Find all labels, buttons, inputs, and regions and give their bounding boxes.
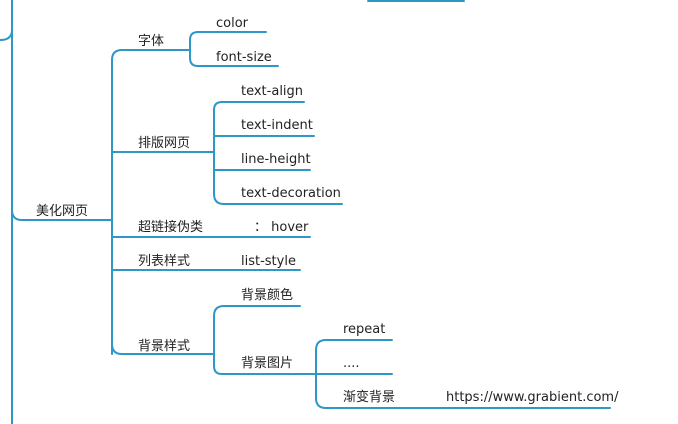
connector-left-spine-top-stub	[0, 29, 13, 41]
node-repeat-label: repeat	[343, 322, 385, 337]
connector-text-align	[213, 101, 305, 111]
mindmap-connectors	[0, 0, 611, 424]
node-list-label: 列表样式	[138, 254, 190, 269]
connector-bg-color	[213, 305, 301, 317]
connector-to-background	[111, 343, 215, 355]
node-hover-label: ： hover	[254, 220, 309, 235]
connector-gradient	[315, 397, 611, 409]
node-font-label: 字体	[138, 34, 164, 49]
node-layout-label: 排版网页	[138, 136, 190, 151]
node-ellipsis-label: ....	[343, 356, 360, 371]
node-bg-image-label: 背景图片	[241, 356, 293, 371]
node-font-size-label: font-size	[216, 50, 272, 65]
node-background-label: 背景样式	[138, 339, 190, 354]
connector-bg-image	[213, 365, 317, 375]
node-hyperlink-label: 超链接伪类	[138, 219, 203, 235]
connector-font-size	[189, 57, 279, 67]
connector-repeat	[315, 339, 393, 351]
node-color-label: color	[216, 16, 249, 31]
connector-root	[11, 209, 113, 221]
node-text-indent-label: text-indent	[241, 118, 313, 133]
connector-text-decoration	[213, 193, 343, 205]
node-bg-color-label: 背景颜色	[241, 287, 293, 303]
mindmap-labels: 美化网页 字体 color font-size 排版网页 text-align …	[36, 16, 619, 405]
connector-to-font	[111, 49, 191, 61]
node-gradient-label: 渐变背景	[343, 389, 395, 405]
node-line-height-label: line-height	[241, 152, 311, 167]
node-text-decoration-label: text-decoration	[241, 186, 341, 201]
node-root-label: 美化网页	[36, 204, 88, 219]
node-grabient-url-label: https://www.grabient.com/	[446, 390, 619, 405]
node-text-align-label: text-align	[241, 84, 303, 99]
connector-font-color	[189, 31, 267, 41]
node-list-style-label: list-style	[241, 254, 296, 269]
